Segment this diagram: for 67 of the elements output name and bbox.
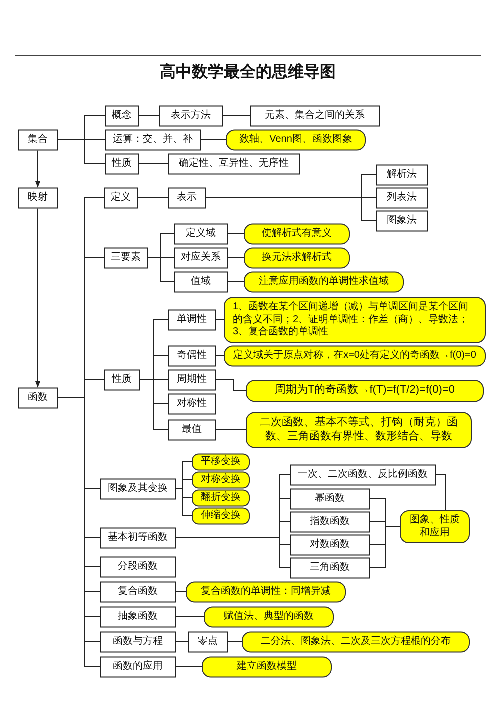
topic-box: 对称性 (168, 394, 216, 414)
connector-line (176, 666, 202, 668)
note-bubble: 周期为T的奇函数→f(T)=f(T/2)=f(0)=0 (246, 380, 484, 402)
topic-box: 函数 (18, 388, 58, 408)
connector-line (140, 380, 168, 430)
topic-box: 奇偶性 (168, 346, 216, 366)
connector-line (206, 198, 376, 222)
topic-box: 概念 (105, 106, 139, 126)
topic-box: 函数与方程 (100, 632, 176, 652)
topic-box: 三要素 (104, 248, 148, 268)
note-bubble: 翻折变换 (192, 490, 250, 506)
connector-line (176, 538, 290, 568)
topic-box: 抽象函数 (100, 606, 176, 628)
arrow (35, 150, 41, 188)
note-bubble: 使解析式有意义 (244, 224, 350, 244)
note-bubble: 二次函数、基本不等式、打钩（耐克）函数、三角函数有界性、数形结合、导数 (246, 412, 472, 448)
note-bubble: 数轴、Venn图、函数图象 (226, 130, 366, 150)
topic-box: 对应关系 (174, 248, 228, 268)
note-bubble: 建立函数模型 (202, 656, 332, 678)
note-bubble: 二分法、图象法、二次及三次方程根的分布 (242, 632, 470, 652)
note-bubble: 1、函数在某个区间递增（减）与单调区间是某个区间的含义不同；2、证明单调性：作差（商）、导数法；3、复合函数的单调性 (224, 297, 486, 343)
page-title: 高中数学最全的思维导图 (160, 62, 336, 83)
note-bubble: 赋值法、典型的函数 (204, 606, 334, 628)
topic-box: 函数的应用 (100, 656, 176, 678)
note-bubble: 对称变换 (192, 472, 250, 488)
topic-box: 解析法 (376, 164, 428, 186)
connector-line (370, 526, 400, 568)
topic-box: 基本初等函数 (100, 528, 176, 548)
topic-box: 确定性、互异性、无序性 (168, 154, 300, 174)
topic-box: 对数函数 (290, 534, 370, 556)
topic-box: 图象及其变换 (100, 478, 176, 500)
topic-box: 最值 (168, 420, 216, 440)
topic-box: 值域 (174, 272, 228, 292)
topic-box: 零点 (188, 632, 228, 652)
topic-box: 一次、二次函数、反比例函数 (290, 464, 436, 486)
arrow (35, 208, 41, 388)
topic-box: 指数函数 (290, 512, 370, 532)
topic-box: 表示 (168, 188, 206, 208)
topic-box: 图象法 (376, 210, 428, 232)
connector-line (58, 140, 106, 164)
topic-box: 元素、集合之间的关系 (250, 106, 380, 126)
topic-box: 列表法 (376, 188, 428, 208)
topic-box: 三角函数 (290, 558, 370, 578)
topic-box: 定义域 (174, 224, 228, 244)
topic-box: 性质 (105, 154, 139, 174)
note-bubble: 换元法求解析式 (244, 248, 350, 268)
note-bubble: 注意应用函数的单调性求值域 (244, 272, 404, 292)
note-bubble: 复合函数的单调性：同增异减 (186, 582, 346, 602)
connector-line (436, 474, 446, 511)
topic-box: 集合 (18, 130, 58, 150)
connector-line (176, 616, 204, 618)
note-bubble: 图象、性质和应用 (400, 510, 470, 544)
topic-box: 单调性 (168, 310, 216, 330)
topic-box: 性质 (104, 370, 140, 390)
topic-box: 映射 (18, 188, 58, 208)
topic-box: 表示方法 (159, 106, 223, 126)
topic-box: 运算：交、并、补 (105, 130, 201, 150)
topic-box: 幂函数 (290, 488, 370, 510)
note-bubble: 伸缩变换 (192, 508, 250, 524)
topic-box: 分段函数 (100, 556, 176, 578)
note-bubble: 平移变换 (192, 454, 250, 470)
topic-box: 定义 (104, 188, 138, 208)
connector-line (216, 380, 246, 392)
topic-box: 复合函数 (100, 582, 176, 602)
note-bubble: 定义域关于原点对称，在x=0处有定义的奇函数→f(0)=0 (224, 346, 486, 366)
connector-line (148, 258, 174, 282)
topic-box: 周期性 (168, 370, 216, 390)
